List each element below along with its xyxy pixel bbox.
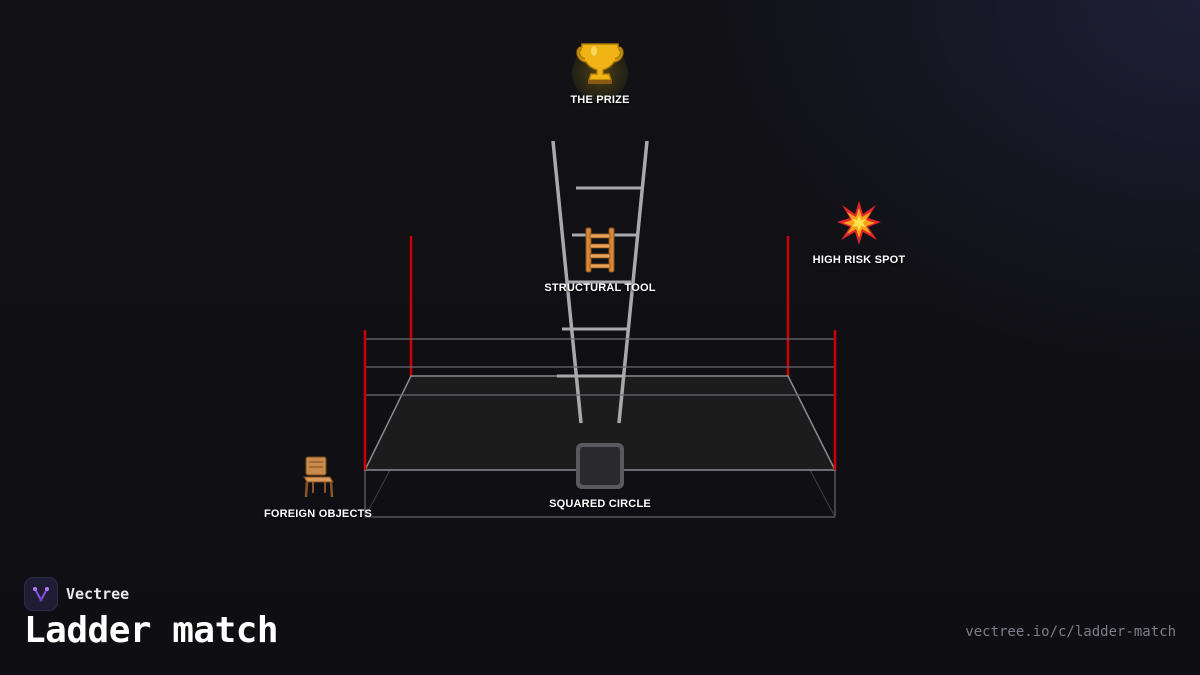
high-risk-spot-label: HIGH RISK SPOT — [812, 254, 906, 266]
foreign-objects-label: FOREIGN OBJECTS — [263, 508, 373, 520]
trophy-icon — [576, 43, 624, 84]
squared-circle-label: SQUARED CIRCLE — [549, 498, 651, 510]
chair-icon — [303, 456, 334, 498]
brand: Vectree — [24, 577, 129, 611]
page-title: Ladder match — [24, 610, 279, 651]
ladder-icon — [585, 227, 615, 273]
vectree-logo-icon — [33, 587, 49, 602]
brand-name: Vectree — [66, 585, 130, 603]
prize-label: THE PRIZE — [570, 94, 630, 106]
page-url[interactable]: vectree.io/c/ladder-match — [965, 624, 1176, 640]
ladder — [551, 140, 649, 424]
black-square-icon — [576, 443, 624, 489]
ring-ropes — [365, 338, 835, 396]
structural-tool-label: STRUCTURAL TOOL — [544, 282, 656, 294]
collision-icon — [837, 201, 881, 245]
vectree-logo — [24, 577, 58, 611]
ring-apron — [364, 469, 836, 518]
